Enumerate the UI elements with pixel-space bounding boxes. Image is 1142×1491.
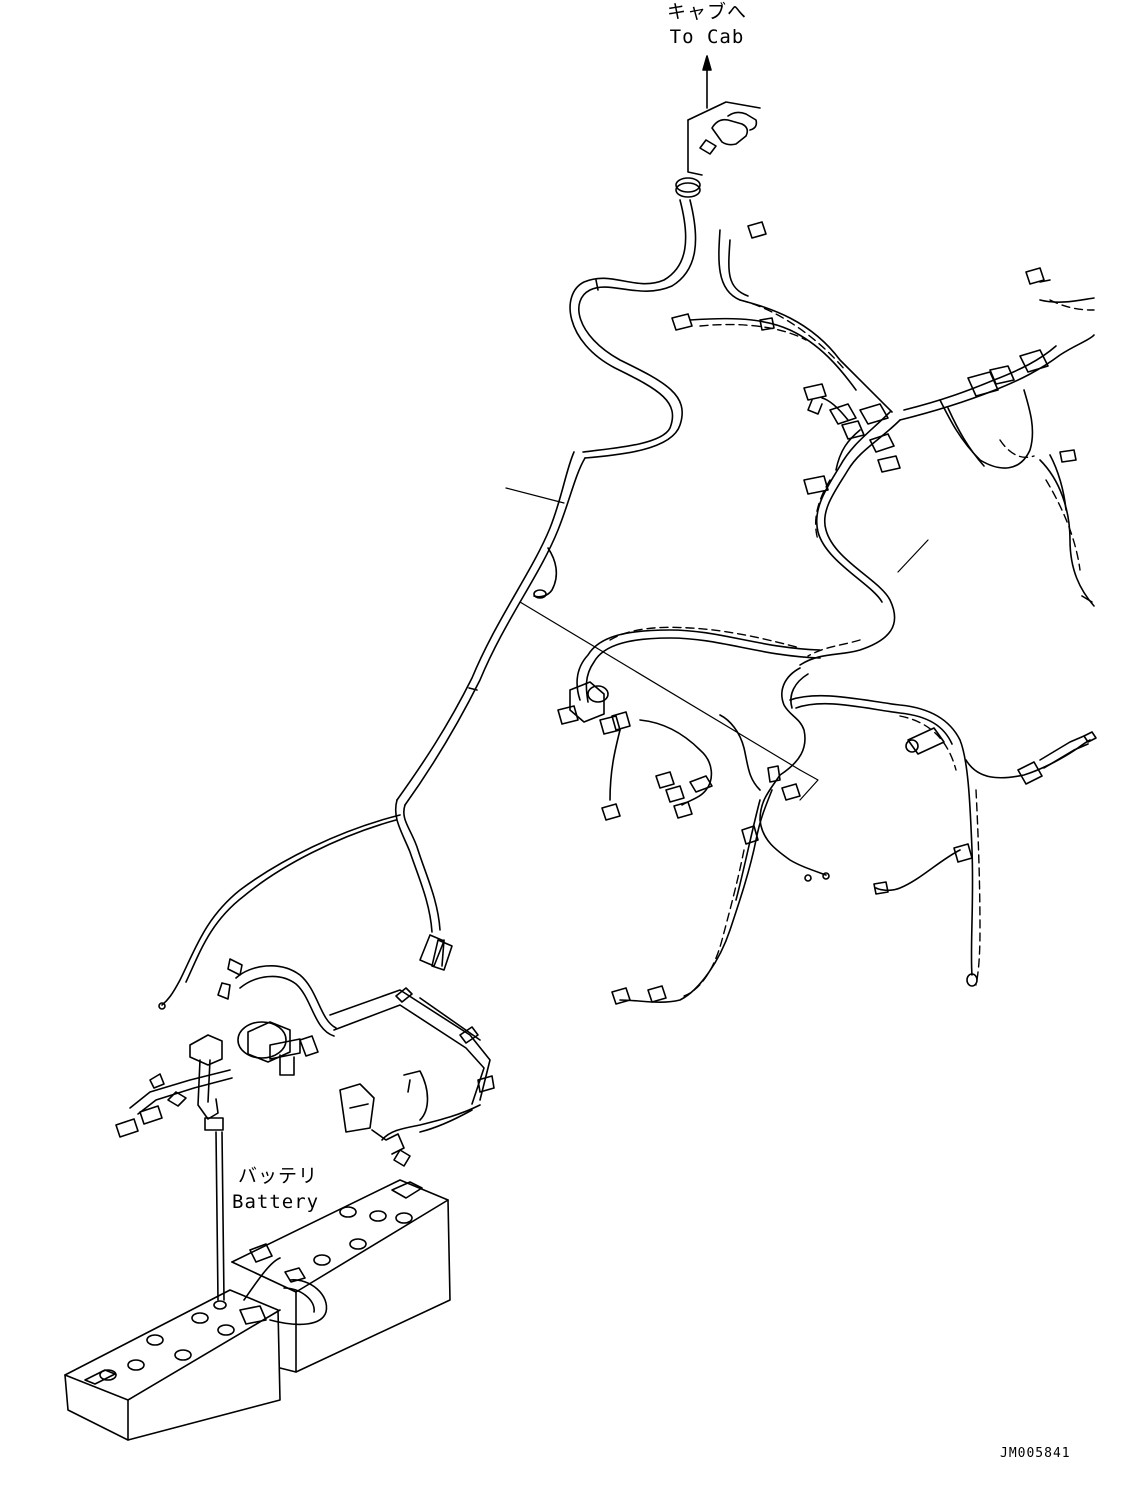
battery-side-harness (115, 958, 495, 1167)
main-cab-harness (396, 177, 701, 806)
battery-lead (215, 1131, 225, 1301)
engine-harness-right (576, 229, 1095, 1003)
leader-lines (505, 487, 929, 801)
drawing-code: JM005841 (1000, 1446, 1071, 1461)
battery-right (231, 1179, 451, 1373)
lower-harness (394, 799, 453, 971)
battery-label-jp: バッテリ (238, 1165, 319, 1187)
to-cab-label-jp: キャブへ (666, 1, 747, 23)
battery-left (64, 1289, 281, 1441)
ground-cable (158, 814, 401, 1010)
dashed-cables (609, 299, 1095, 997)
sensor-branch (533, 547, 558, 599)
engine-connectors (557, 221, 1097, 1005)
battery-label-en: Battery (232, 1191, 320, 1213)
to-cab-arrow (702, 55, 712, 109)
to-cab-label-en: To Cab (669, 26, 745, 48)
cab-connector-bracket (687, 101, 761, 176)
battery-cable-clamp (239, 1243, 328, 1326)
